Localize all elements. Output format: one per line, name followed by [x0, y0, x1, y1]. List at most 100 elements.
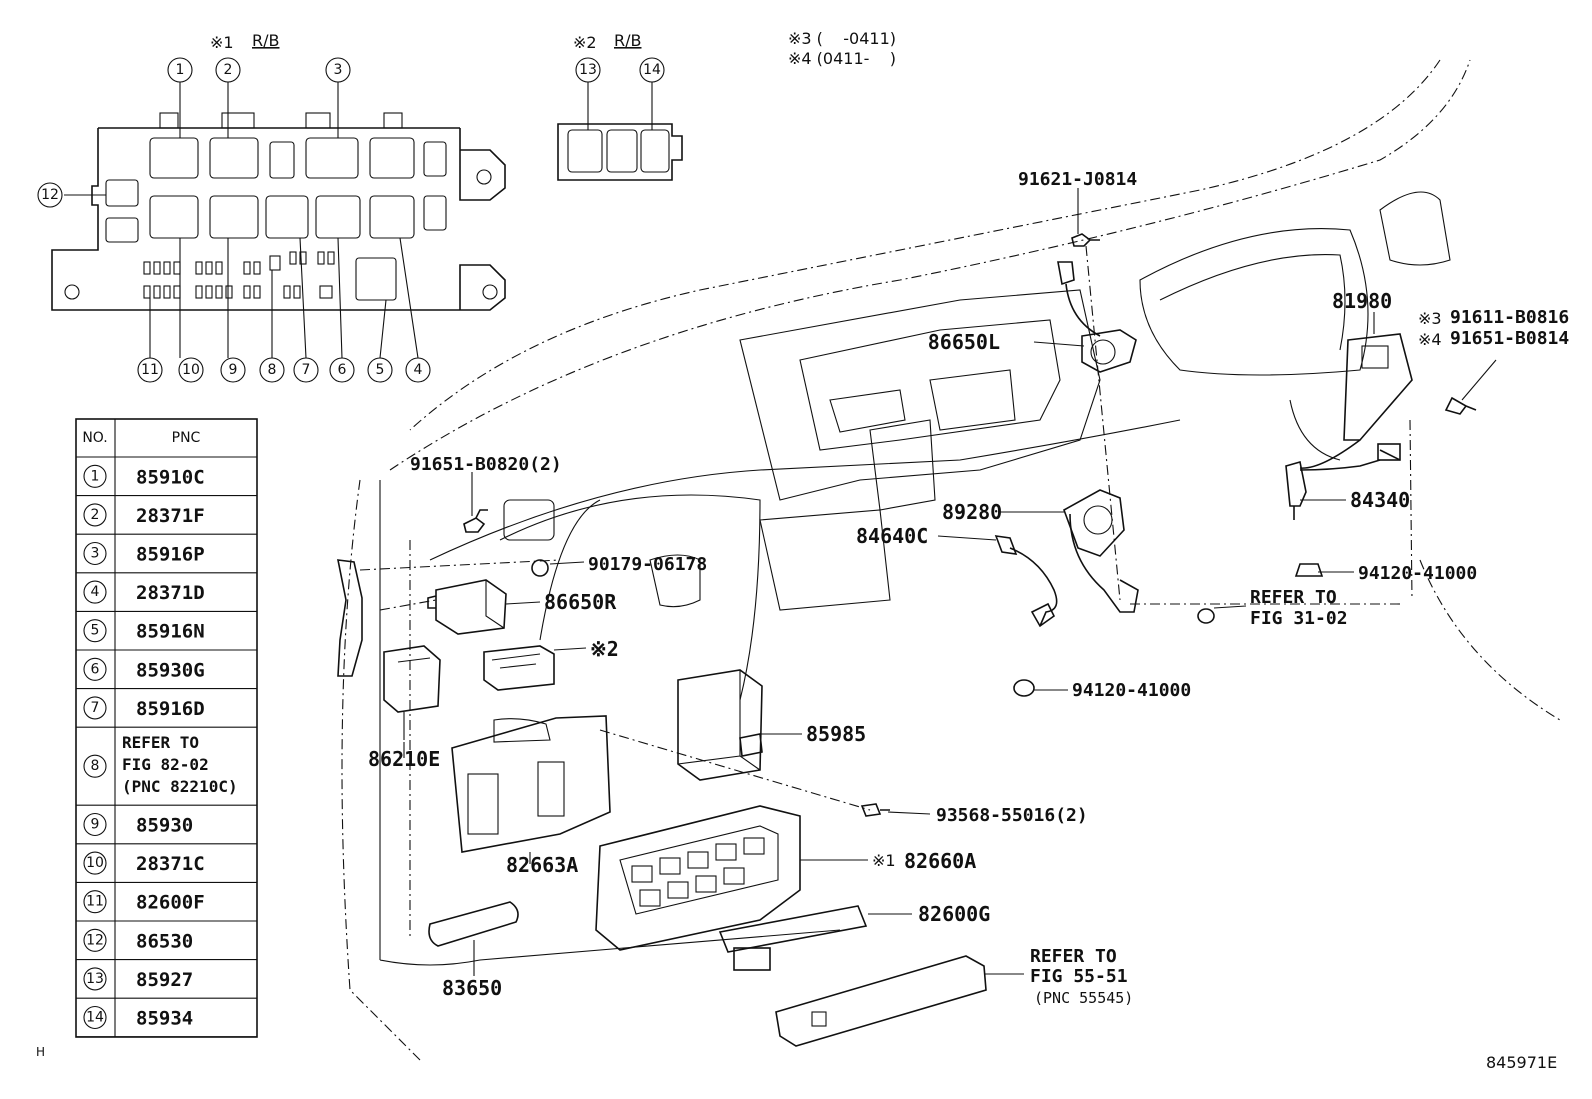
note4: ※4 (0411- ) — [788, 49, 896, 68]
part-drawings — [336, 233, 1477, 1047]
label-90179-06178: 90179-06178 — [588, 554, 707, 575]
table-cell-pnc: 85934 — [136, 1008, 193, 1030]
label-note4-mark: ※4 — [1418, 330, 1442, 349]
part-labels: 91621-J0814 86650L 81980 ※3 91611-B0816 … — [368, 169, 1569, 1007]
table-row: 5 85916N — [76, 619, 257, 651]
label-82600G: 82600G — [918, 902, 990, 926]
label-93568-55016: 93568-55016(2) — [936, 805, 1088, 826]
leader-lines — [359, 188, 1497, 976]
table-row: 4 28371D — [76, 580, 257, 612]
table-cell-pnc: 85910C — [136, 466, 205, 488]
table-cell-pnc-line: FIG 82-02 — [122, 755, 209, 774]
corner-mark: H — [36, 1045, 45, 1059]
callout-11: 11 — [141, 362, 159, 378]
table-row: 2 28371F — [76, 503, 257, 535]
table-cell-no: 13 — [86, 971, 104, 987]
table-header-pnc: PNC — [172, 430, 201, 446]
label-91611-B0816: 91611-B0816 — [1450, 307, 1569, 328]
label-94120-41000-lower: 94120-41000 — [1072, 680, 1191, 701]
callout-13: 13 — [579, 62, 597, 78]
relay-block-1-drawing: ※1 R/B — [37, 31, 506, 383]
label-82663A: 82663A — [506, 853, 578, 877]
table-cell-no: 1 — [91, 468, 100, 484]
pnc-table: NO. PNC 1 85910C 2 28371F 3 85916P 4 28371D 5 859… — [75, 418, 258, 1038]
table-cell-pnc: 85930 — [136, 815, 193, 837]
table-cell-no: 10 — [86, 855, 104, 871]
table-cell-pnc: 82600F — [136, 892, 205, 914]
table-row: 6 85930G — [76, 657, 257, 690]
label-85985: 85985 — [806, 722, 866, 746]
callout-6: 6 — [338, 362, 347, 378]
label-94120-41000-right: 94120-41000 — [1358, 563, 1477, 584]
label-note1-mark: ※1 — [872, 851, 896, 870]
table-row: 1 85910C — [76, 464, 257, 497]
label-note3-mark: ※3 — [1418, 309, 1442, 328]
callout-7: 7 — [302, 362, 311, 378]
table-cell-no: 4 — [91, 584, 100, 600]
label-refer-55-51-line2: FIG 55-51 — [1030, 966, 1128, 987]
label-83650: 83650 — [442, 976, 502, 1000]
callout-12: 12 — [41, 187, 59, 203]
note2-mark: ※2 — [573, 33, 597, 52]
label-86210E: 86210E — [368, 747, 440, 771]
label-81980: 81980 — [1332, 289, 1392, 313]
callout-5: 5 — [376, 362, 385, 378]
callout-4: 4 — [414, 362, 423, 378]
relay-block-2-drawing: ※2 R/B 13 14 — [557, 31, 683, 181]
table-cell-no: 5 — [91, 623, 100, 639]
table-cell-no: 2 — [91, 507, 100, 523]
callout-14: 14 — [643, 62, 661, 78]
table-cell-no: 3 — [91, 546, 100, 562]
label-86650R: 86650R — [544, 590, 617, 614]
callout-1: 1 — [176, 62, 185, 78]
table-header-no: NO. — [82, 430, 107, 446]
note2-rb: R/B — [614, 31, 641, 50]
table-cell-pnc: 85927 — [136, 969, 193, 991]
table-cell-no: 8 — [91, 758, 100, 774]
figure-code: 845971E — [1486, 1053, 1557, 1072]
table-cell-pnc: 28371F — [136, 505, 205, 527]
label-refer-31-02-line1: REFER TO — [1250, 587, 1337, 608]
table-cell-no: 11 — [86, 894, 104, 910]
table-cell-no: 7 — [91, 700, 100, 716]
label-91621-J0814: 91621-J0814 — [1018, 169, 1137, 190]
table-row: 14 85934 — [76, 1005, 257, 1038]
label-refer-55-51-line3: (PNC 55545) — [1034, 989, 1133, 1007]
label-84640C: 84640C — [856, 524, 928, 548]
label-91651-B0820: 91651-B0820(2) — [410, 454, 562, 475]
callout-3: 3 — [334, 62, 343, 78]
table-row: 8 REFER TO FIG 82-02 (PNC 82210C) — [76, 733, 257, 806]
table-cell-no: 6 — [91, 661, 100, 677]
label-91651-B0814: 91651-B0814 — [1450, 328, 1569, 349]
table-cell-no: 12 — [86, 932, 104, 948]
table-row: 3 85916P — [76, 541, 257, 574]
table-cell-no: 9 — [91, 817, 100, 833]
callout-10: 10 — [182, 362, 200, 378]
note3: ※3 ( -0411) — [788, 29, 896, 48]
table-cell-pnc: 86530 — [136, 930, 193, 952]
note1-mark: ※1 — [210, 33, 234, 52]
table-cell-pnc: 85916N — [136, 621, 205, 643]
table-cell-pnc: 85916D — [136, 698, 205, 720]
table-cell-pnc: 28371C — [136, 853, 205, 875]
callout-8: 8 — [268, 362, 277, 378]
table-cell-pnc: 85916P — [136, 544, 205, 566]
note1-rb: R/B — [252, 31, 279, 50]
table-row: 7 85916D — [76, 696, 257, 728]
label-relay-block-2: ※2 — [590, 637, 619, 661]
label-refer-31-02-line2: FIG 31-02 — [1250, 608, 1348, 629]
table-row: 10 28371C — [76, 851, 257, 883]
label-82660A: 82660A — [904, 849, 976, 873]
table-cell-pnc-line: REFER TO — [122, 733, 199, 752]
label-refer-55-51-line1: REFER TO — [1030, 946, 1117, 967]
label-86650L: 86650L — [928, 330, 1000, 354]
table-cell-pnc: 28371D — [136, 582, 205, 604]
label-84340: 84340 — [1350, 488, 1410, 512]
callout-9: 9 — [229, 362, 238, 378]
table-row: 11 82600F — [76, 890, 257, 922]
table-cell-pnc-line: (PNC 82210C) — [122, 777, 238, 796]
table-row: 12 86530 — [76, 928, 257, 961]
table-cell-pnc: 85930G — [136, 659, 205, 681]
table-cell-no: 14 — [86, 1010, 104, 1026]
